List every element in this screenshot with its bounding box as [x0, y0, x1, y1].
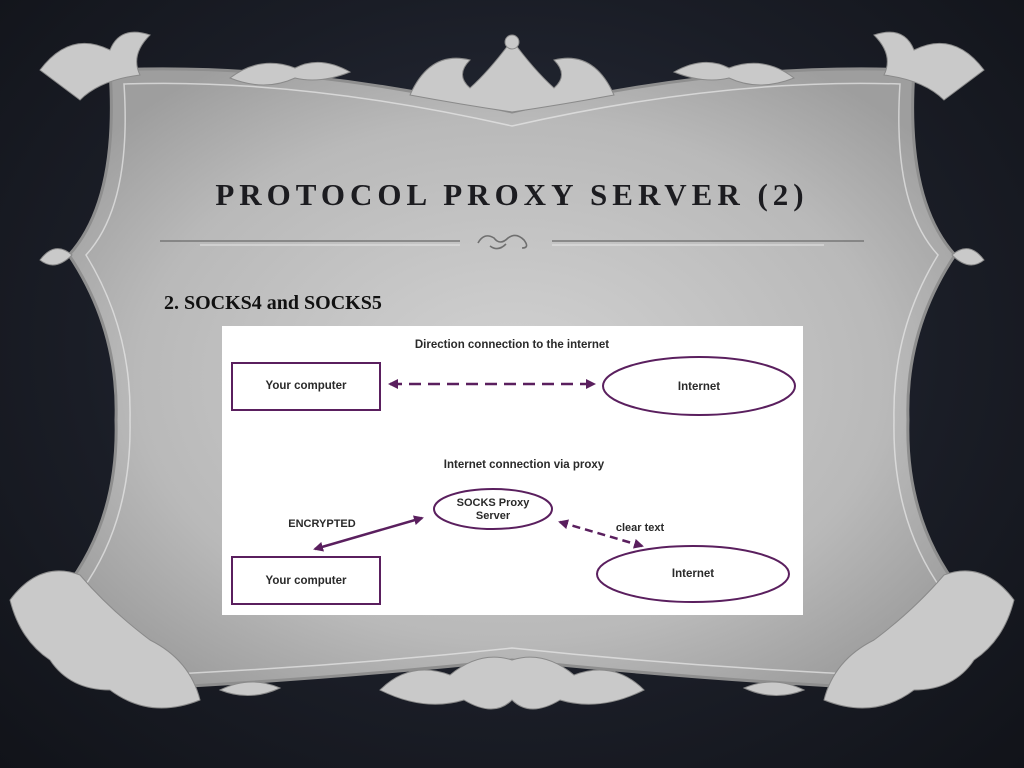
socks-proxy-diagram: Direction connection to the internet You… — [222, 326, 803, 615]
encrypted-label: ENCRYPTED — [288, 518, 355, 530]
your-computer-box-top — [231, 362, 381, 411]
top-flourish — [39, 31, 985, 113]
side-flourish — [39, 248, 985, 266]
internet-label-bottom: Internet — [672, 568, 714, 580]
internet-label-top: Internet — [678, 381, 720, 393]
socks-server-label-2: Server — [476, 510, 511, 522]
direct-caption: Direction connection to the internet — [415, 339, 609, 351]
clear-text-label: clear text — [616, 522, 665, 534]
your-computer-box-bottom — [231, 556, 381, 605]
internet-ellipse-top — [602, 356, 796, 416]
encrypted-arrow — [313, 515, 424, 552]
your-computer-label-bottom: Your computer — [266, 575, 347, 587]
proxy-caption: Internet connection via proxy — [444, 459, 605, 471]
internet-ellipse-bottom — [596, 545, 790, 603]
title-divider — [160, 234, 864, 250]
bullet-socks: 2. SOCKS4 and SOCKS5 — [164, 292, 382, 314]
your-computer-label-top: Your computer — [266, 380, 347, 392]
bottom-flourish — [9, 570, 1015, 710]
socks-server-ellipse — [433, 488, 553, 530]
clear-text-arrow — [558, 519, 644, 549]
slide-title: PROTOCOL PROXY SERVER (2) — [215, 177, 809, 212]
socks-server-label-1: SOCKS Proxy — [457, 497, 531, 509]
